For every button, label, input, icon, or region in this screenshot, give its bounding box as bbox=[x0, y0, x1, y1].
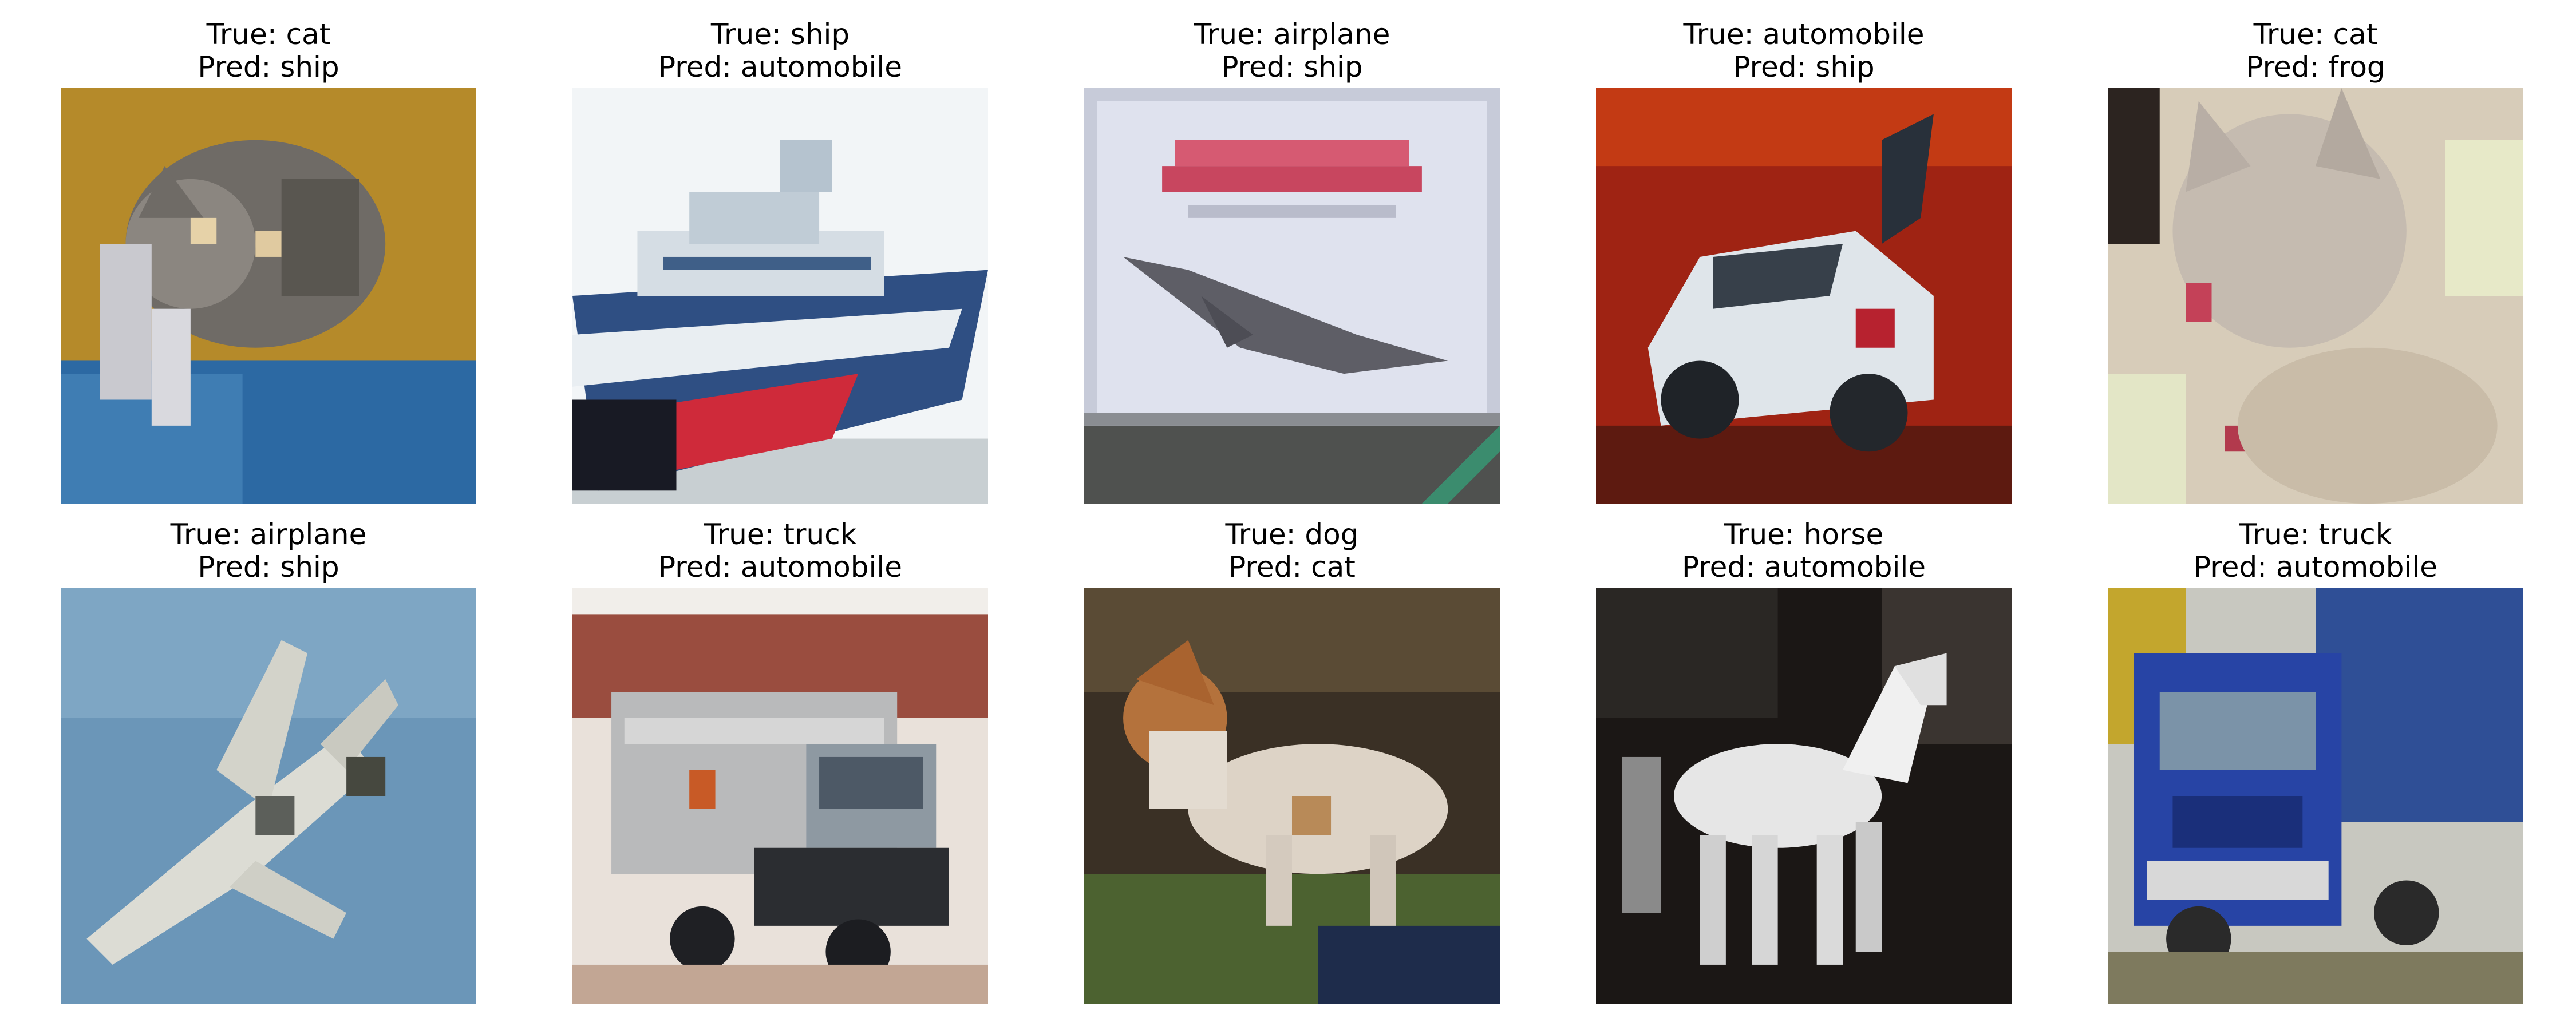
panel-2: True: ship Pred: automobile bbox=[572, 18, 988, 504]
panel-caption: True: airplane Pred: ship bbox=[1084, 18, 1500, 84]
true-label: True: ship bbox=[710, 18, 850, 51]
panel-6: True: airplane Pred: ship bbox=[61, 518, 476, 1004]
thumbnail-blue-truck bbox=[2108, 588, 2523, 1004]
panel-1: True: cat Pred: ship bbox=[61, 18, 476, 504]
pred-label: Pred: automobile bbox=[658, 550, 903, 584]
panel-caption: True: airplane Pred: ship bbox=[61, 518, 476, 584]
panel-caption: True: cat Pred: ship bbox=[61, 18, 476, 84]
true-label: True: airplane bbox=[170, 518, 367, 551]
true-label: True: truck bbox=[704, 518, 857, 551]
true-label: True: cat bbox=[2253, 18, 2378, 51]
true-label: True: dog bbox=[1225, 518, 1359, 551]
true-label: True: airplane bbox=[1194, 18, 1390, 51]
thumbnail-dog bbox=[1084, 588, 1500, 1004]
pred-label: Pred: automobile bbox=[1681, 550, 1926, 584]
thumbnail-ship bbox=[572, 88, 988, 504]
thumbnail-airplane-poster bbox=[1084, 88, 1500, 504]
true-label: True: horse bbox=[1724, 518, 1884, 551]
thumbnail-horse bbox=[1596, 588, 2012, 1004]
thumbnail-cat bbox=[61, 88, 476, 504]
pred-label: Pred: cat bbox=[1228, 550, 1356, 584]
pred-label: Pred: ship bbox=[1221, 50, 1363, 84]
panel-10: True: truck Pred: automobile bbox=[2108, 518, 2523, 1004]
panel-7: True: truck Pred: automobile bbox=[572, 518, 988, 1004]
thumbnail-jet bbox=[61, 588, 476, 1004]
pred-label: Pred: automobile bbox=[658, 50, 903, 84]
panel-5: True: cat Pred: frog bbox=[2108, 18, 2523, 504]
pred-label: Pred: ship bbox=[197, 550, 339, 584]
panel-caption: True: automobile Pred: ship bbox=[1596, 18, 2012, 84]
true-label: True: cat bbox=[206, 18, 331, 51]
thumbnail-truck-red-building bbox=[572, 588, 988, 1004]
panel-caption: True: cat Pred: frog bbox=[2108, 18, 2523, 84]
pred-label: Pred: frog bbox=[2246, 50, 2385, 84]
pred-label: Pred: automobile bbox=[2193, 550, 2438, 584]
panel-caption: True: truck Pred: automobile bbox=[572, 518, 988, 584]
panel-caption: True: ship Pred: automobile bbox=[572, 18, 988, 84]
panel-3: True: airplane Pred: ship bbox=[1084, 18, 1500, 504]
panel-caption: True: truck Pred: automobile bbox=[2108, 518, 2523, 584]
panel-9: True: horse Pred: automobile bbox=[1596, 518, 2012, 1004]
pred-label: Pred: ship bbox=[1733, 50, 1875, 84]
panel-caption: True: dog Pred: cat bbox=[1084, 518, 1500, 584]
true-label: True: automobile bbox=[1683, 18, 1925, 51]
thumbnail-cat-closeup bbox=[2108, 88, 2523, 504]
pred-label: Pred: ship bbox=[197, 50, 339, 84]
true-label: True: truck bbox=[2239, 518, 2392, 551]
panel-8: True: dog Pred: cat bbox=[1084, 518, 1500, 1004]
thumbnail-car bbox=[1596, 88, 2012, 504]
panel-caption: True: horse Pred: automobile bbox=[1596, 518, 2012, 584]
panel-4: True: automobile Pred: ship bbox=[1596, 18, 2012, 504]
